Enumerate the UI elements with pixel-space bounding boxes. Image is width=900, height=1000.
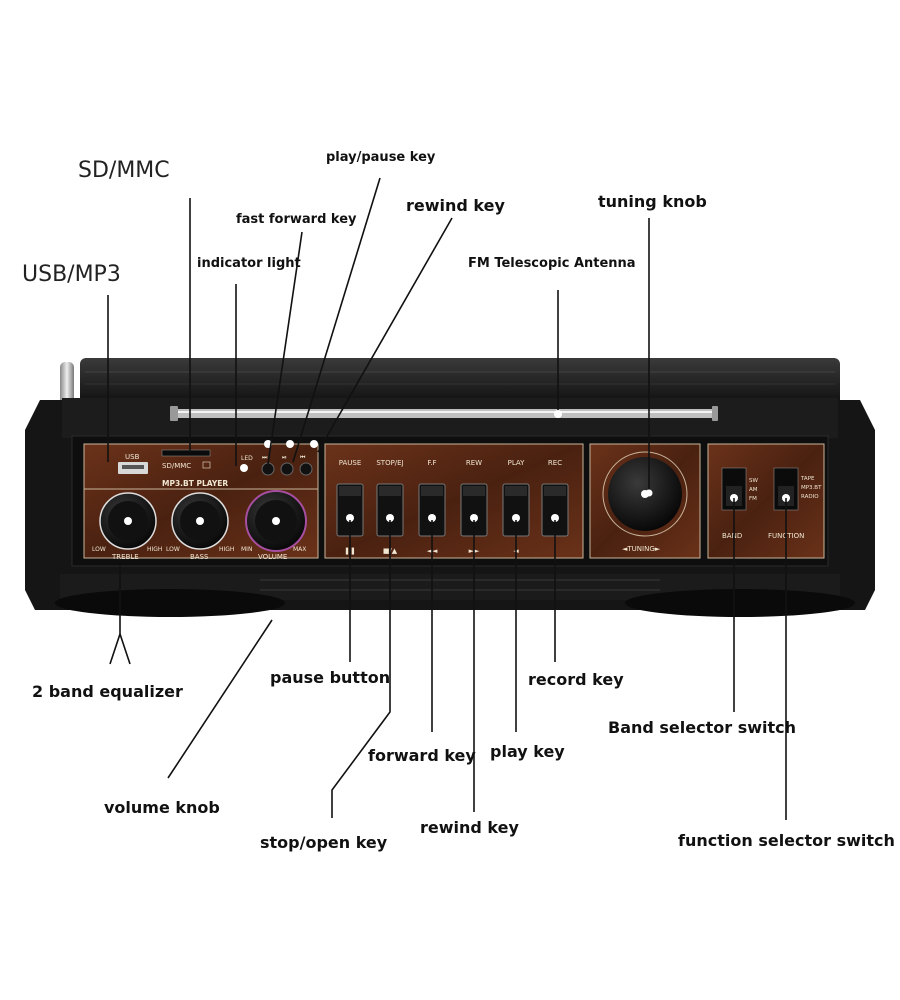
function-option: TAPE	[800, 476, 815, 482]
bass-high-label: HIGH	[219, 546, 234, 553]
mini-key-symbol: ⏭	[262, 454, 268, 461]
bass-label: BASS	[190, 553, 209, 561]
treble-label: TREBLE	[111, 553, 139, 561]
treble-high-label: HIGH	[147, 546, 162, 553]
radio-body: USB SD/MMC LED ⏭ ⏯ ⏮ MP3.BT PLAYER	[25, 358, 875, 617]
tuning-knob-label: tuning knob	[598, 192, 707, 211]
right-speaker	[625, 589, 855, 617]
left-speaker	[55, 589, 285, 617]
tuning-panel-label: ◄TUNING►	[622, 545, 661, 553]
function-option: RADIO	[801, 494, 819, 500]
rewind-key-top-label: rewind key	[406, 196, 505, 215]
indicator-light-label: indicator light	[197, 256, 301, 271]
mini-key-symbol: ⏮	[300, 454, 306, 461]
top-cover	[80, 358, 840, 408]
usb-mp3-label: USB/MP3	[22, 262, 121, 287]
sd-mmc-panel-label: SD/MMC	[162, 462, 191, 470]
forward-key-label: forward key	[368, 746, 476, 765]
cassette-keys: PAUSE❚❚STOP/EJ■/▲F.F◄◄REW►►PLAY◄REC	[336, 459, 569, 555]
cassette-key-dot	[470, 514, 478, 522]
cassette-key-cap	[544, 486, 566, 496]
cassette-key-dot	[551, 514, 559, 522]
fast-forward-mini-key[interactable]	[261, 462, 275, 476]
bass-low-label: LOW	[166, 546, 180, 553]
play-pause-key-label: play/pause key	[326, 150, 436, 165]
play-pause-mini-key[interactable]	[280, 462, 294, 476]
treble-knob[interactable]	[99, 492, 157, 550]
volume-knob-label: volume knob	[104, 798, 220, 817]
fm-antenna-label: FM Telescopic Antenna	[468, 256, 636, 271]
cassette-key-cap	[505, 486, 527, 496]
band-option: FM	[749, 496, 757, 502]
indicator-light	[240, 464, 248, 472]
band-option: AM	[749, 487, 758, 493]
pause-button-label: pause button	[270, 668, 391, 687]
cassette-key-cap	[463, 486, 485, 496]
volume-min-label: MIN	[241, 546, 252, 553]
cassette-key-cap	[379, 486, 401, 496]
cassette-key-label: PLAY	[508, 459, 526, 467]
fast-forward-key-label: fast forward key	[236, 212, 357, 227]
volume-knob[interactable]	[245, 490, 307, 552]
band-option: SW	[749, 478, 758, 484]
bass-knob[interactable]	[171, 492, 229, 550]
cassette-key-label: REW	[466, 459, 482, 467]
leader-lines	[107, 177, 787, 820]
cassette-key-dot	[386, 514, 394, 522]
band-selector-switch-label: Band selector switch	[608, 718, 797, 737]
leader-dots	[554, 410, 653, 497]
band-panel-label: BAND	[722, 532, 742, 540]
cassette-key-label: STOP/EJ	[376, 459, 403, 467]
stop-open-key-label: stop/open key	[260, 833, 388, 852]
cassette-key-dot	[512, 514, 520, 522]
tuning-knob[interactable]	[602, 451, 688, 537]
sd-mmc-label: SD/MMC	[78, 158, 170, 183]
volume-label: VOLUME	[258, 553, 287, 561]
cassette-key-cap	[339, 486, 361, 496]
cassette-key-dot	[428, 514, 436, 522]
cassette-key-cap	[421, 486, 443, 496]
function-option: MP3.BT	[801, 485, 822, 491]
player-panel-label: MP3.BT PLAYER	[162, 479, 228, 488]
led-panel-label: LED	[241, 455, 253, 462]
rewind-key-bottom-label: rewind key	[420, 818, 519, 837]
play-key-label: play key	[490, 742, 565, 761]
fm-antenna	[170, 406, 718, 421]
cassette-key-label: F.F	[427, 459, 436, 467]
treble-low-label: LOW	[92, 546, 106, 553]
record-key-label: record key	[528, 670, 624, 689]
cassette-key-panel	[324, 443, 584, 559]
two-band-equalizer-label: 2 band equalizer	[32, 682, 183, 701]
volume-max-label: MAX	[293, 546, 306, 553]
rewind-mini-key[interactable]	[299, 462, 313, 476]
cassette-key-dot	[346, 514, 354, 522]
sd-card-slot[interactable]	[161, 449, 211, 457]
mini-key-symbol: ⏯	[282, 454, 287, 461]
cassette-key-label: PAUSE	[339, 459, 362, 467]
function-selector-switch-label: function selector switch	[678, 831, 895, 850]
cassette-key-label: REC	[548, 459, 562, 467]
usb-panel-label: USB	[125, 453, 140, 461]
